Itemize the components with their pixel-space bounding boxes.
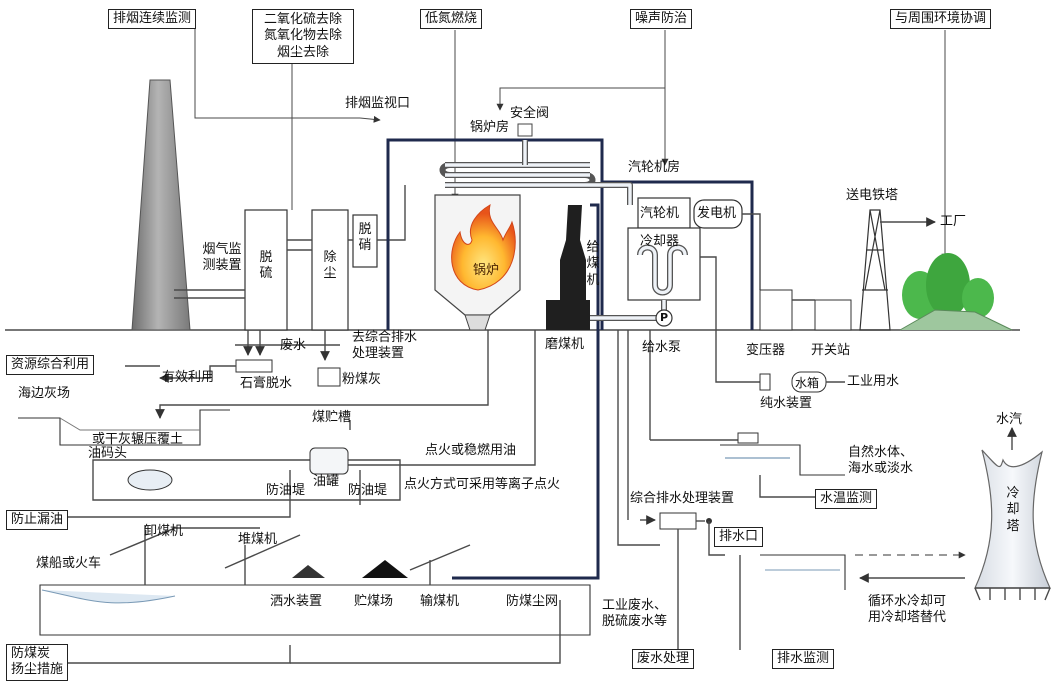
coal-conveyor-line (452, 203, 600, 580)
oil-tank-body (309, 447, 349, 475)
chimney (131, 79, 191, 331)
cooling-tower-label: 冷 却 塔 (1006, 486, 1020, 534)
transformer-label: 变压器 (746, 343, 786, 358)
dust-unit (311, 209, 349, 331)
gas-monitor-label: 烟气监 测装置 (202, 242, 242, 274)
mill-shape (546, 300, 590, 330)
boiler-label: 锅炉 (473, 263, 500, 278)
dust-label: 除 尘 (323, 250, 337, 282)
integrated-treatment-label: 综合排水处理装置 (630, 491, 735, 506)
mill-label: 磨煤机 (545, 337, 585, 352)
feed-pump-label: 给水泵 (642, 340, 682, 355)
noise-callout: 噪声防治 (630, 9, 693, 30)
turbine-label: 汽轮机 (640, 206, 680, 221)
flue-duct (174, 289, 245, 299)
condenser-label: 冷却器 (640, 234, 680, 249)
feed-pump-body (655, 309, 673, 327)
turbine-room-outline (602, 180, 754, 330)
wastewater-treatment-callout: 废水处理 (632, 649, 695, 670)
condenser-body (627, 227, 701, 301)
natural-water-label: 自然水体、 海水或淡水 (848, 445, 914, 476)
plasma-label: 点火方式可采用等离子点火 (404, 477, 561, 492)
safety-valve-body (517, 123, 533, 137)
sprinkler-label: 洒水装置 (270, 594, 323, 609)
cooling-tower-body (974, 449, 1051, 589)
discharge-outlet-callout: 排水口 (714, 527, 764, 548)
to-treatment-label: 去综合排水 处理装置 (352, 330, 418, 361)
oil-tank-label: 油罐 (313, 474, 340, 489)
dike-left-label: 防油堤 (266, 483, 306, 498)
safety-valve-label: 安全阀 (510, 106, 550, 121)
wastewater-label: 废水 (280, 338, 307, 353)
boiler-flame (451, 203, 516, 291)
tower-label: 送电铁塔 (846, 188, 899, 203)
low-nox-callout: 低氮燃烧 (420, 9, 483, 30)
generator-label: 发电机 (697, 206, 737, 221)
pure-water-label: 纯水装置 (760, 396, 813, 411)
coal-feeder-label: 给 煤 机 (586, 240, 600, 288)
desulfur-denox-dust-callout: 二氧化硫去除 氮氧化物去除 烟尘去除 (252, 9, 354, 64)
desulfur-label: 脱 硫 (259, 250, 273, 282)
ship-or-train-label: 煤船或火车 (36, 556, 102, 571)
water-temp-monitoring-callout: 水温监测 (815, 489, 878, 510)
dry-ash-label: 或干灰辗压覆土 (92, 432, 184, 447)
ignition-oil-label: 点火或稳燃用油 (425, 443, 517, 458)
oil-dike-box (92, 459, 401, 501)
boiler-room-label: 锅炉房 (470, 120, 510, 135)
flue-monitor-line (194, 18, 360, 119)
gypsum-label: 石膏脱水 (240, 376, 293, 391)
vapor-label: 水汽 (996, 412, 1023, 427)
coal-feeder-shape (560, 205, 586, 300)
switchyard-body (814, 299, 852, 331)
feed-pump-symbol: P (660, 311, 669, 324)
industrial-waste-label: 工业废水、 脱硫废水等 (602, 598, 668, 629)
ship-unloader-label: 卸煤机 (144, 524, 184, 539)
ash-yard-label: 海边灰场 (18, 386, 71, 401)
boiler-room-outline (386, 138, 604, 330)
dike-right-label: 防油堤 (348, 483, 388, 498)
dust-measures-callout: 防煤炭 扬尘措施 (6, 644, 69, 681)
resource-use-callout: 资源综合利用 (6, 355, 95, 376)
turbine-room-label: 汽轮机房 (628, 160, 681, 175)
water-tank-label: 水箱 (795, 376, 820, 390)
discharge-monitoring-callout: 排水监测 (772, 649, 835, 670)
fly-ash-label: 粉煤灰 (342, 372, 382, 387)
environment-callout: 与周围环境协调 (890, 9, 992, 30)
oil-leak-callout: 防止漏油 (6, 510, 69, 531)
recirculating-label: 循环水冷却可 用冷却塔替代 (868, 594, 947, 625)
transmission-tower (859, 209, 891, 331)
denox-unit (352, 214, 378, 268)
oil-wharf-label: 油码头 (88, 446, 128, 461)
transformer-body (759, 289, 793, 331)
coal-yard-label: 贮煤场 (354, 594, 394, 609)
conveyor-label: 输煤机 (420, 594, 460, 609)
dust-net-label: 防煤尘网 (506, 594, 559, 609)
switchyard-label: 开关站 (811, 343, 851, 358)
turbine-body (637, 197, 691, 229)
flue-monitoring-callout: 排烟连续监测 (108, 9, 197, 30)
factory-label: 工厂 (940, 214, 967, 229)
industrial-water-label: 工业用水 (847, 374, 900, 389)
tree-mid (926, 253, 970, 317)
stacker-label: 堆煤机 (238, 532, 278, 547)
coal-pile (362, 560, 408, 578)
flue-inspect-label: 排烟监视口 (345, 96, 411, 111)
coal-hopper-label: 煤贮槽 (312, 410, 352, 425)
desulfur-unit (244, 209, 288, 331)
tree-right (962, 278, 994, 318)
denox-label: 脱 硝 (358, 222, 372, 254)
effective-use-label: 有效利用 (162, 370, 215, 385)
